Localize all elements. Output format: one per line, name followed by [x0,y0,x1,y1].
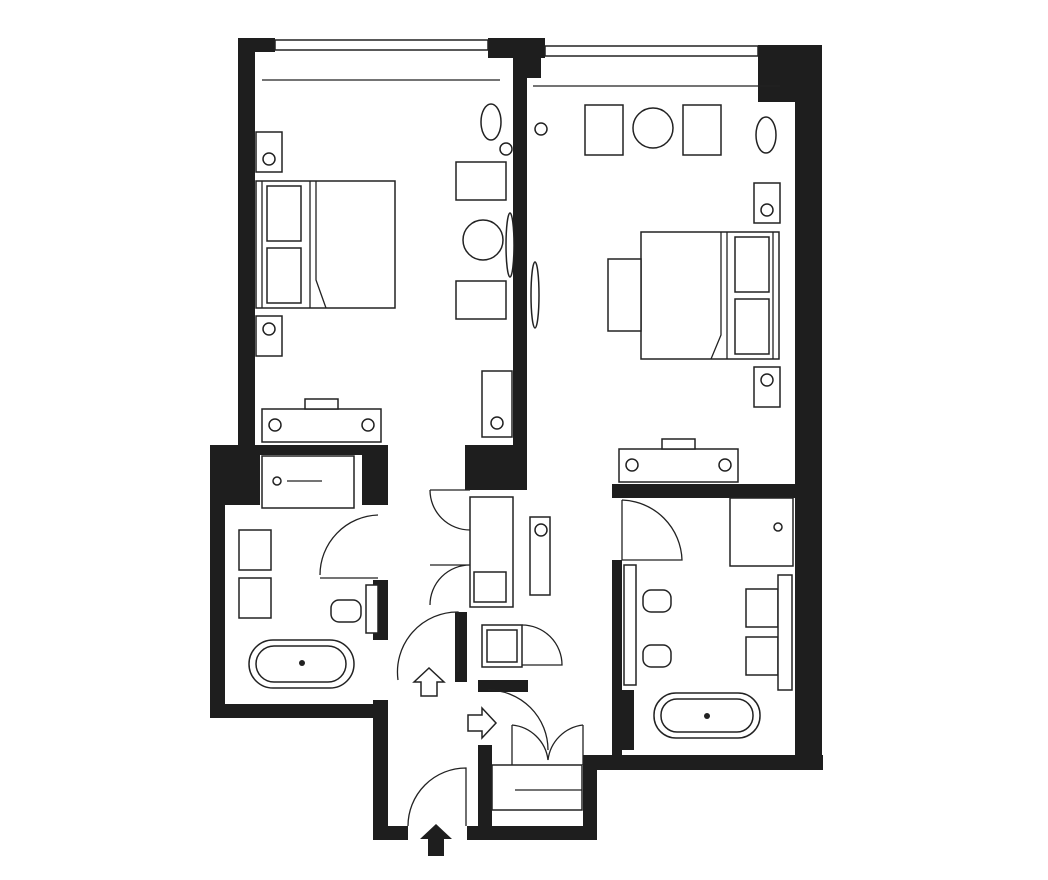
entry-arrow-icon [420,824,452,856]
desk-left [261,370,513,443]
bed-right [607,231,780,360]
bed-left [255,180,396,309]
entry-doors [396,611,549,827]
direction-arrow-icon [412,666,446,697]
bathroom-left [238,455,379,689]
nightstands-right [753,182,781,408]
walls [210,38,823,840]
closets [429,489,584,811]
armchairs-left [455,103,515,320]
nightstands-left [255,131,283,357]
windows [262,39,780,87]
armchairs-right [530,104,777,329]
desk-right [529,438,739,596]
direction-arrow-icon [467,706,498,740]
bathroom-right [621,497,794,739]
